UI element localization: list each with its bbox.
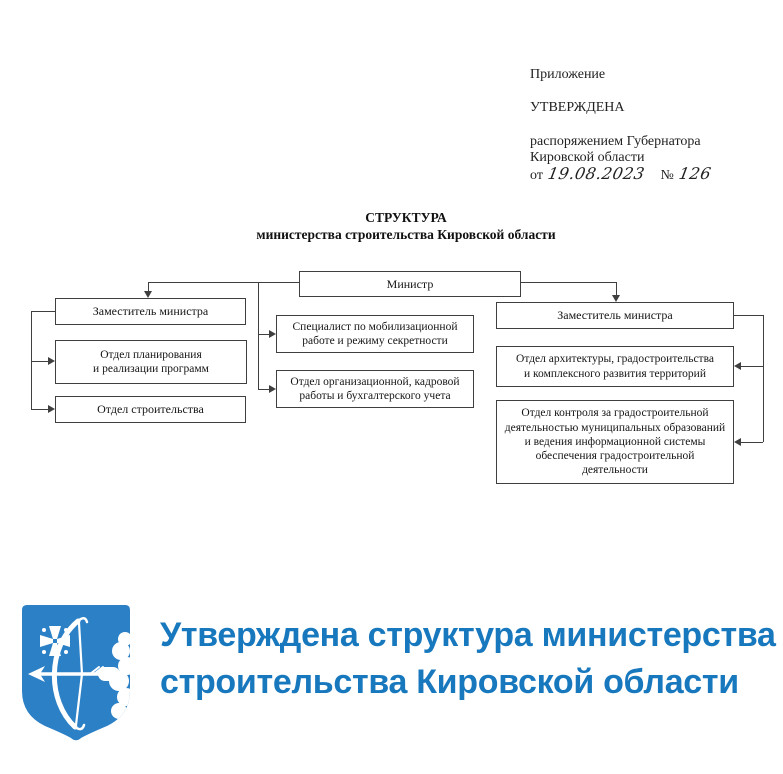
banner-headline: Утверждена структура министерства строит… — [160, 616, 776, 701]
connector-to-org-department — [258, 389, 270, 390]
arrow-down-icon — [612, 295, 620, 302]
document-title: СТРУКТУРА министерства строительства Кир… — [230, 209, 582, 243]
connector-minister-to-right — [521, 282, 616, 283]
connector-right-stem — [763, 315, 764, 442]
approval-date-line: от 19.08.2023 № 126 — [530, 164, 713, 184]
org-box-control-department: Отдел контроля за градостроительной деят… — [496, 400, 734, 484]
connector-to-control — [741, 442, 763, 443]
org-chart: Министр Заместитель министра Отдел плани… — [31, 271, 764, 484]
arrow-right-icon — [269, 385, 276, 393]
date-prefix: от — [530, 168, 543, 183]
connector-to-architecture — [741, 366, 763, 367]
approval-by-line2: Кировской области — [530, 150, 645, 165]
approval-approved: УТВЕРЖДЕНА — [530, 100, 625, 115]
connector-down-left-deputy — [148, 282, 149, 292]
approval-by-line1: распоряжением Губернатора — [530, 134, 701, 149]
kirov-coat-of-arms-logo — [22, 605, 130, 741]
arrow-right-icon — [48, 357, 55, 365]
connector-down-right-deputy — [616, 282, 617, 296]
arrow-down-icon — [144, 291, 152, 298]
arrowhead-icon — [28, 666, 45, 682]
org-box-mobilization-specialist: Специалист по мобилизационной работе и р… — [276, 315, 474, 353]
org-box-org-hr-accounting-department: Отдел организационной, кадровой работы и… — [276, 370, 474, 408]
arrow-left-icon — [734, 362, 741, 370]
number-sign: № — [660, 168, 674, 183]
org-box-deputy-minister-right: Заместитель министра — [496, 302, 734, 329]
connector-to-specialist — [258, 334, 270, 335]
approval-block: Приложение УТВЕРЖДЕНА распоряжением Губе… — [530, 67, 713, 184]
connector-minister-to-left — [148, 282, 299, 283]
org-box-construction-department: Отдел строительства — [55, 396, 246, 423]
document-title-line2: министерства строительства Кировской обл… — [256, 227, 556, 242]
connector-left-deputy-out — [31, 311, 55, 312]
banner: Утверждена структура министерства строит… — [0, 595, 783, 755]
bow-and-arrow-icon — [38, 617, 104, 731]
connector-right-deputy-out — [734, 315, 763, 316]
approval-annex: Приложение — [530, 67, 606, 82]
arrow-left-icon — [734, 438, 741, 446]
org-box-deputy-minister-left: Заместитель министра — [55, 298, 246, 325]
connector-middle-stem — [258, 282, 259, 389]
document-scan: Приложение УТВЕРЖДЕНА распоряжением Губе… — [31, 67, 764, 484]
arrow-right-icon — [269, 330, 276, 338]
org-box-architecture-department: Отдел архитектуры, градостроительства и … — [496, 346, 734, 387]
arrow-right-icon — [48, 405, 55, 413]
connector-left-stem — [31, 311, 32, 409]
connector-to-construction — [31, 409, 48, 410]
connector-to-planning — [31, 361, 48, 362]
org-box-minister: Министр — [299, 271, 521, 297]
document-title-line1: СТРУКТУРА — [365, 210, 447, 225]
org-box-planning-department: Отдел планирования и реализации программ — [55, 340, 247, 384]
